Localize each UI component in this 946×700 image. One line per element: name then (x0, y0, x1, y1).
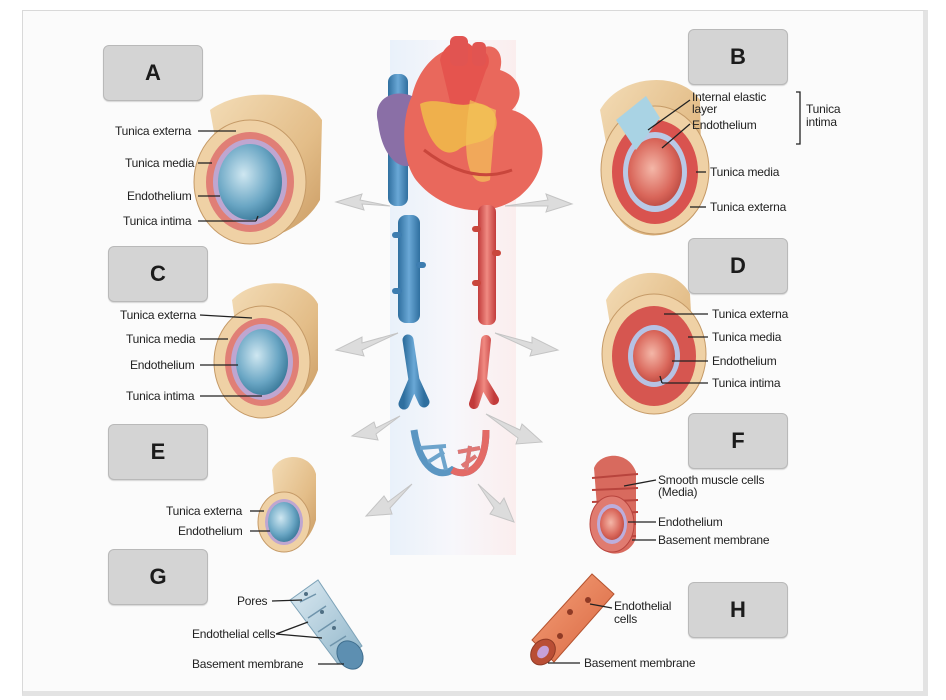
label-box-c: C (108, 246, 208, 302)
label-f-endothelium: Endothelium (658, 515, 723, 529)
label-b-tunica-externa: Tunica externa (710, 200, 787, 214)
label-b-endothelium: Endothelium (692, 118, 757, 132)
label-box-d: D (688, 238, 788, 294)
label-b-internal-elastic: Internal elastic (692, 90, 767, 104)
vessel-f-illustration (589, 455, 639, 554)
label-d-tunica-externa: Tunica externa (712, 307, 789, 321)
label-b-tunica-media: Tunica media (710, 165, 780, 179)
label-g-pores: Pores (237, 594, 268, 608)
vessel-c-illustration (213, 283, 318, 419)
label-box-f: F (688, 413, 788, 469)
label-box-b: B (688, 29, 788, 85)
vessel-e-illustration (257, 456, 316, 553)
label-b-tunica: Tunica (806, 102, 841, 116)
label-d-tunica-intima: Tunica intima (712, 376, 781, 390)
flow-arrows (334, 193, 574, 523)
small-vein (398, 334, 430, 410)
label-h-cells: cells (614, 612, 638, 626)
label-h-endothelial: Endothelial (614, 599, 672, 613)
label-box-g: G (108, 549, 208, 605)
label-b-intima: intima (806, 115, 837, 129)
label-a-tunica-intima: Tunica intima (123, 214, 192, 228)
vessel-b-illustration (600, 79, 710, 236)
label-d-endothelium: Endothelium (712, 354, 777, 368)
label-f-smooth-muscle: Smooth muscle cells (658, 473, 765, 487)
label-h-basement-membrane: Basement membrane (584, 656, 696, 670)
large-vein (392, 215, 426, 323)
label-box-a: A (103, 45, 203, 101)
label-e-tunica-externa: Tunica externa (166, 504, 243, 518)
capillary-bed (410, 429, 490, 477)
label-e-endothelium: Endothelium (178, 524, 243, 538)
label-c-tunica-media: Tunica media (126, 332, 196, 346)
label-g-basement-membrane: Basement membrane (192, 657, 304, 671)
label-c-endothelium: Endothelium (130, 358, 195, 372)
vessel-h-illustration (530, 573, 615, 666)
label-c-tunica-externa: Tunica externa (120, 308, 197, 322)
label-box-h: H (688, 582, 788, 638)
vessel-g-illustration (289, 579, 364, 670)
label-f-basement-membrane: Basement membrane (658, 533, 770, 547)
label-d-tunica-media: Tunica media (712, 330, 782, 344)
label-a-endothelium: Endothelium (127, 189, 192, 203)
vessel-a-illustration (193, 94, 322, 245)
large-artery (472, 205, 501, 325)
label-b-layer: layer (692, 102, 718, 116)
label-a-tunica-externa: Tunica externa (115, 124, 192, 138)
label-c-tunica-intima: Tunica intima (126, 389, 195, 403)
label-f-media: (Media) (658, 485, 698, 499)
label-g-endothelial-cells: Endothelial cells (192, 627, 276, 641)
vessel-d-illustration (601, 272, 707, 415)
leader-lines (198, 91, 801, 665)
label-box-e: E (108, 424, 208, 480)
label-a-tunica-media: Tunica media (125, 156, 195, 170)
small-artery (469, 335, 499, 409)
heart-illustration (376, 36, 543, 211)
